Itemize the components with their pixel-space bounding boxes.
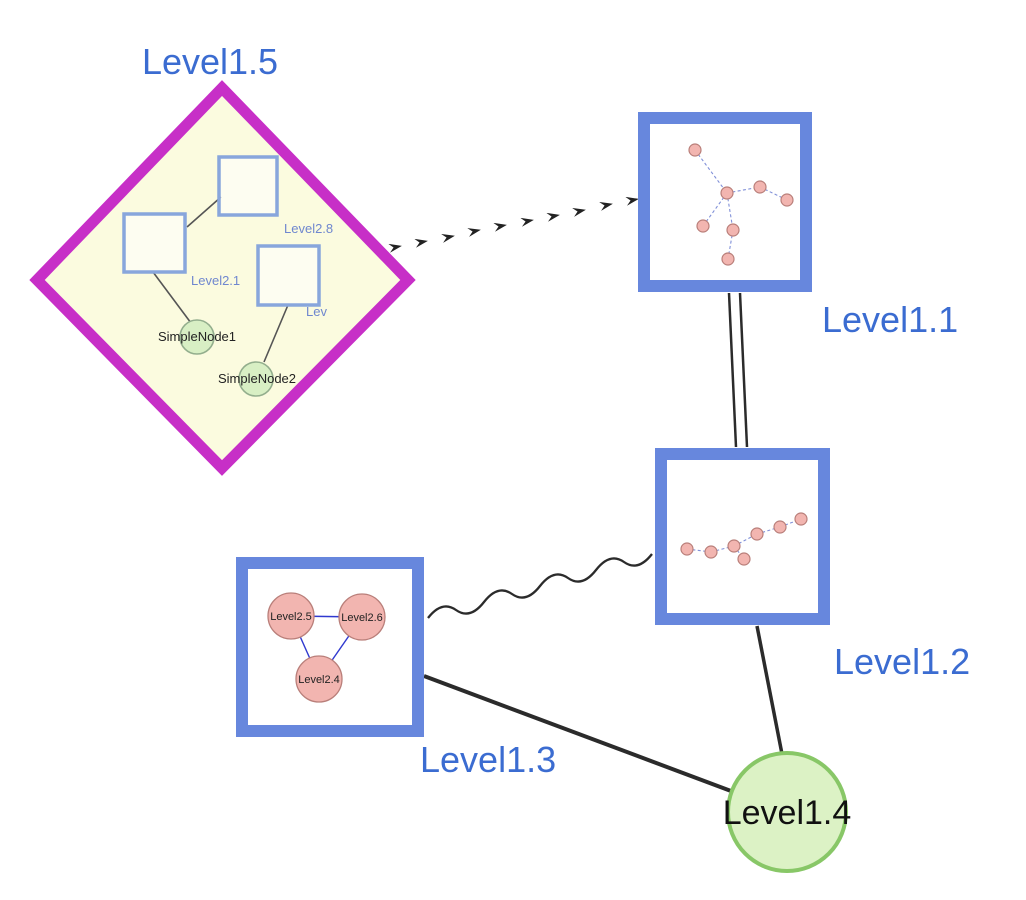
node-simplenode1[interactable]: [179, 319, 215, 355]
mini-node: [696, 219, 710, 233]
node-level2-4-label: Level2.4: [298, 674, 340, 686]
inner-edge-squareleft-simplenode1: [152, 271, 192, 324]
node-level2-6-label: Level2.6: [341, 612, 383, 624]
node-level1-1[interactable]: [638, 112, 812, 292]
node-level2-1-label: Level2.1: [191, 273, 240, 288]
mini-node: [720, 186, 734, 200]
node-level1-2-label: Level1.2: [834, 641, 970, 682]
inner-edge-squareright-simplenode2: [263, 304, 289, 363]
mini-node: [753, 180, 767, 194]
node-level1-4-label: Level1.4: [723, 794, 852, 832]
node-simplenode2[interactable]: [238, 361, 274, 397]
mini-node: [721, 252, 735, 266]
node-simplenode2-label: SimpleNode2: [218, 371, 296, 386]
node-level2-4[interactable]: [295, 655, 343, 703]
node-level1-4[interactable]: Level1.4: [723, 751, 852, 873]
edge-level12-level14[interactable]: [755, 625, 784, 755]
inner-edge-squaretop-squareleft: [186, 196, 222, 228]
mini-node: [726, 223, 740, 237]
mini-node: [794, 512, 808, 526]
mini-node: [773, 520, 787, 534]
edge-level15-level11[interactable]: [388, 196, 639, 253]
node-level2-5[interactable]: [267, 592, 315, 640]
node-level1-5[interactable]: Level2.8 Level2.1 Lev SimpleNode1 Simple…: [29, 80, 416, 476]
node-level1-2[interactable]: [655, 448, 830, 625]
level1-4-circle[interactable]: [726, 751, 848, 873]
level1-3-inner-graph: Level2.5 Level2.6 Level2.4: [267, 592, 386, 703]
node-level1-1-label: Level1.1: [822, 299, 958, 340]
node-level1-3-label: Level1.3: [420, 739, 556, 780]
node-level2-6[interactable]: [338, 593, 386, 641]
mini-node: [688, 143, 702, 157]
node-level1-5-label: Level1.5: [142, 41, 278, 82]
level1-1-mini-graph: [688, 143, 794, 266]
level1-3-box[interactable]: [236, 557, 424, 737]
mini-node: [680, 542, 694, 556]
node-level2-8[interactable]: [217, 155, 279, 217]
node-level1-3[interactable]: Level2.5 Level2.6 Level2.4: [236, 557, 424, 737]
edge-level11-level12[interactable]: [727, 292, 749, 448]
mini-node: [704, 545, 718, 559]
mini-node: [727, 539, 741, 553]
node-level2-truncated-label: Lev: [306, 304, 327, 319]
node-level2-8-label: Level2.8: [284, 221, 333, 236]
mini-node: [750, 527, 764, 541]
node-simplenode1-label: SimpleNode1: [158, 329, 236, 344]
edge-level13-level14[interactable]: [423, 674, 732, 793]
node-level2-1[interactable]: [122, 212, 187, 274]
diamond-shape[interactable]: [29, 80, 416, 476]
level1-2-mini-graph: [680, 512, 808, 566]
node-level2-5-label: Level2.5: [270, 611, 312, 623]
edge-level12-level13[interactable]: [427, 553, 653, 619]
node-level2-truncated[interactable]: [256, 244, 321, 307]
mini-node: [737, 552, 751, 566]
mini-node: [780, 193, 794, 207]
level1-2-box[interactable]: [655, 448, 830, 625]
